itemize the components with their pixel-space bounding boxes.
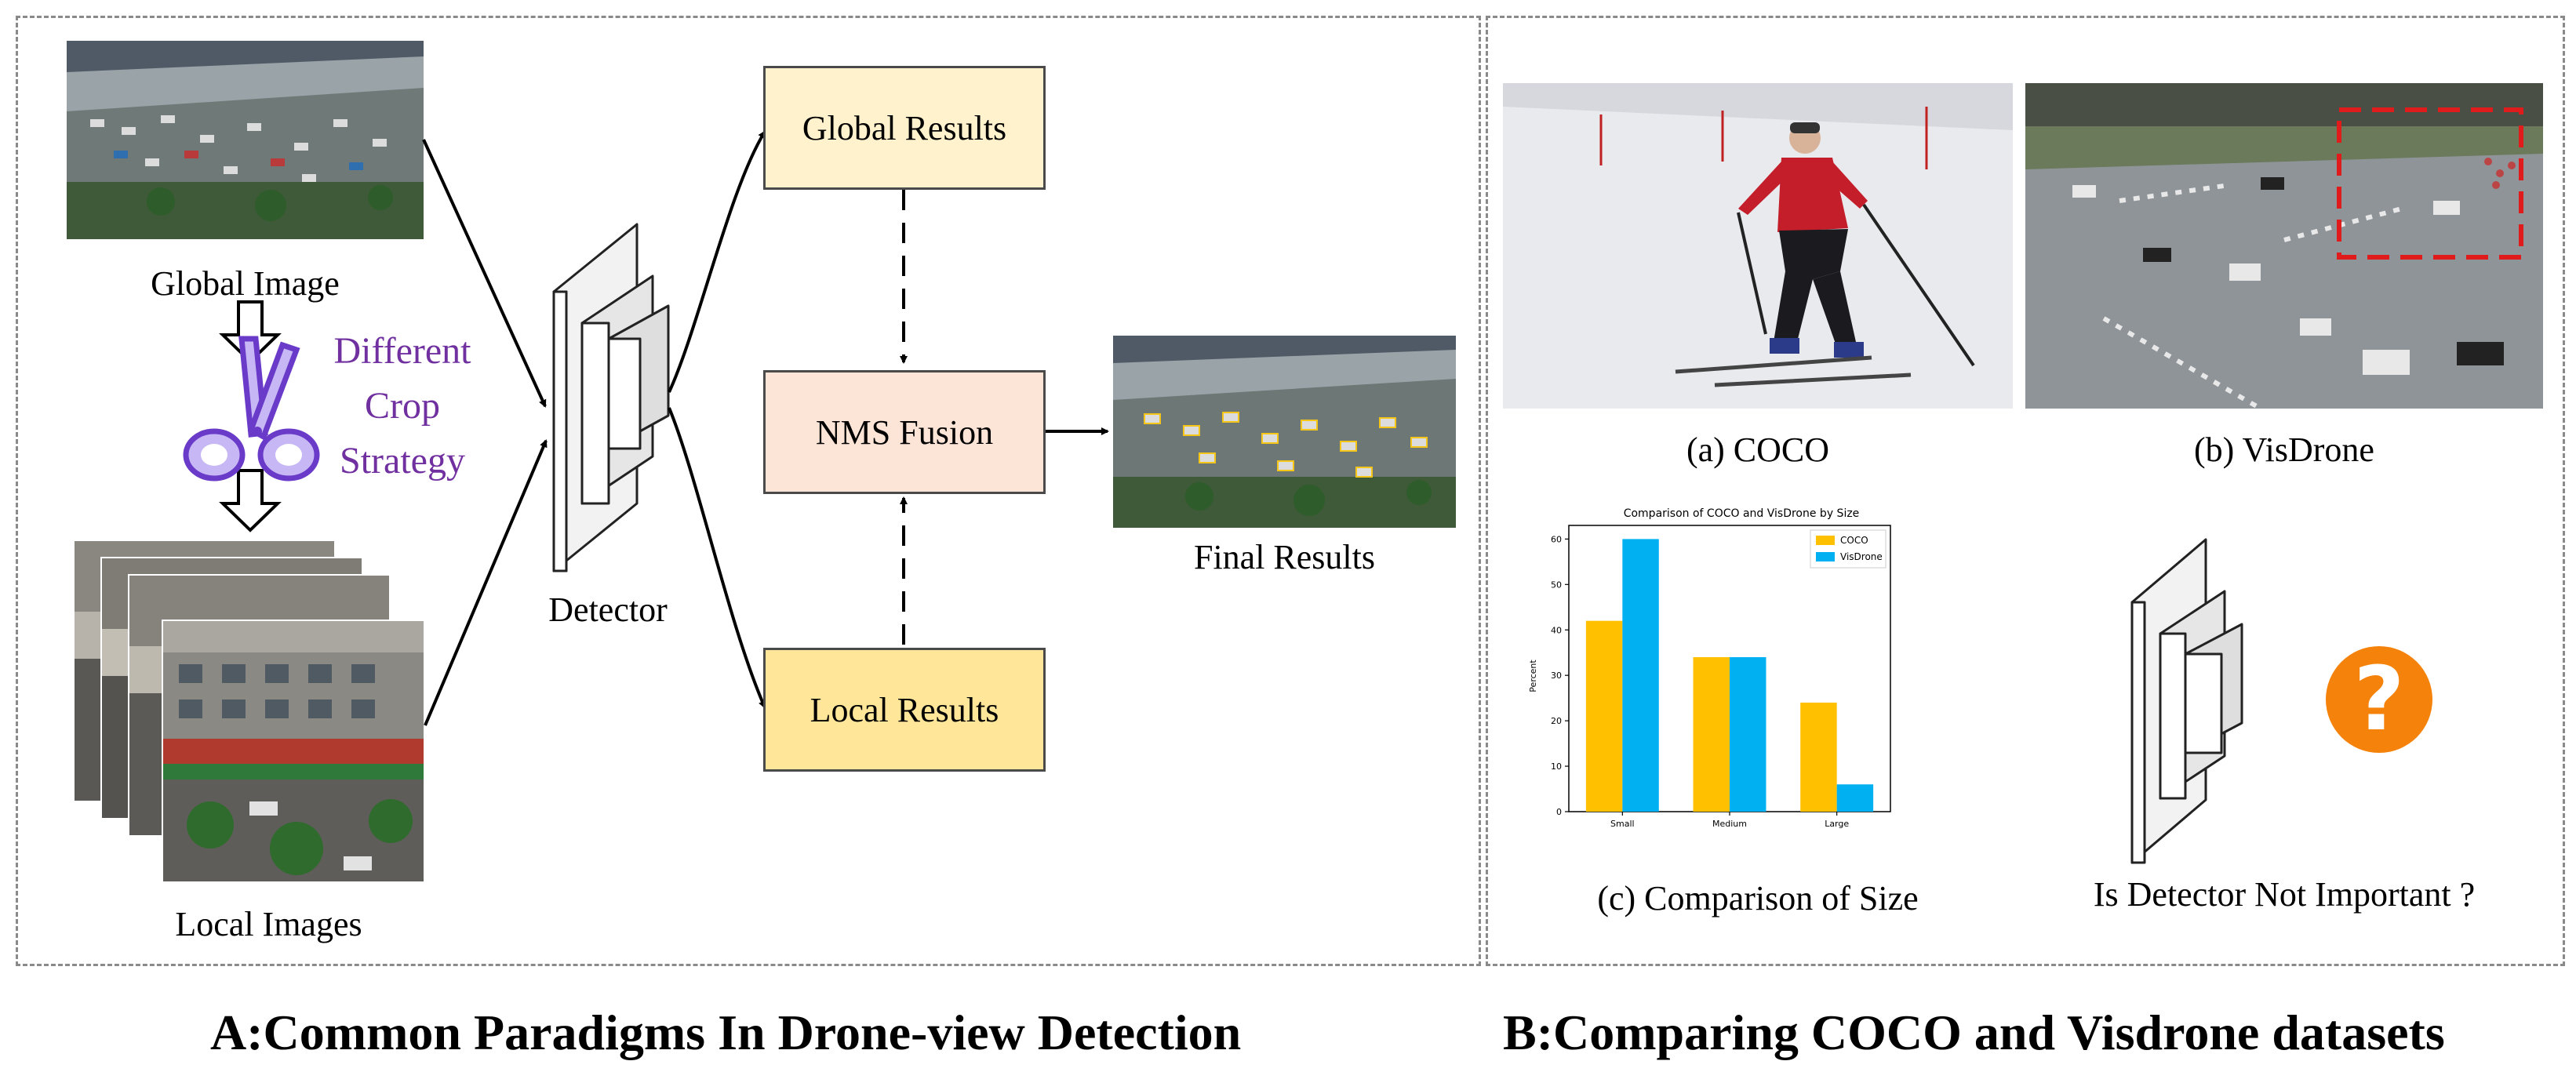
coco-caption: (a) COCO xyxy=(1686,431,1830,469)
size-comparison-chart: Comparison of COCO and VisDrone by Size … xyxy=(1528,507,1891,829)
y-tick-label: 60 xyxy=(1551,534,1562,544)
final-results-label: Final Results xyxy=(1193,538,1376,576)
detector-icon xyxy=(552,223,670,572)
global-image xyxy=(67,41,424,239)
panel-b-frame xyxy=(1486,16,2565,966)
y-tick-label: 30 xyxy=(1551,670,1562,681)
panel-a-caption: A:Common Paradigms In Drone-view Detecti… xyxy=(210,1005,1242,1060)
y-tick-label: 0 xyxy=(1556,807,1562,817)
size-caption: (c) Comparison of Size xyxy=(1597,879,1919,918)
svg-text:?: ? xyxy=(2354,649,2405,750)
chart-legend: COCO VisDrone xyxy=(1810,529,1887,569)
bar-coco-small xyxy=(1585,620,1623,812)
chart-ylabel: Percent xyxy=(1528,660,1538,692)
legend-swatch-coco xyxy=(1816,536,1835,545)
question-mark-icon: ? xyxy=(2326,646,2432,753)
y-tick-label: 40 xyxy=(1551,625,1562,635)
down-arrow-icon xyxy=(219,469,282,532)
crop-strategy-line-3: Strategy xyxy=(340,440,465,481)
local-images-label: Local Images xyxy=(175,905,362,943)
y-tick-label: 10 xyxy=(1551,761,1562,772)
legend-label-visdrone: VisDrone xyxy=(1840,551,1883,562)
y-tick-label: 50 xyxy=(1551,580,1562,590)
y-tick-label: 20 xyxy=(1551,716,1562,726)
panel-a-frame xyxy=(16,16,1481,966)
local-image-crop-front xyxy=(162,620,425,883)
chart-title: Comparison of COCO and VisDrone by Size xyxy=(1624,507,1860,520)
visdrone-caption: (b) VisDrone xyxy=(2194,431,2374,469)
bar-visdrone-large xyxy=(1836,784,1874,812)
detector-icon xyxy=(2130,538,2243,864)
coco-image xyxy=(1503,83,2013,409)
bar-visdrone-medium xyxy=(1730,657,1766,812)
crop-strategy-line-1: Different xyxy=(333,330,471,372)
visdrone-image xyxy=(2025,83,2543,409)
global-results-box: Global Results xyxy=(763,66,1046,190)
local-results-box: Local Results xyxy=(763,648,1046,772)
x-tick-label: Large xyxy=(1825,819,1849,829)
nms-fusion-box: NMS Fusion xyxy=(763,370,1046,494)
detector-label: Detector xyxy=(548,591,668,629)
x-tick-label: Medium xyxy=(1712,819,1747,829)
scissors-icon xyxy=(183,336,320,481)
bar-coco-medium xyxy=(1693,657,1730,812)
final-results-image xyxy=(1113,336,1456,528)
legend-swatch-visdrone xyxy=(1816,552,1835,561)
bar-coco-large xyxy=(1800,702,1837,812)
global-image-label: Global Image xyxy=(151,264,340,303)
bar-visdrone-small xyxy=(1622,539,1659,812)
x-tick-label: Small xyxy=(1610,819,1635,829)
crop-strategy-line-2: Crop xyxy=(365,385,440,427)
detector-question-label: Is Detector Not Important ? xyxy=(2093,875,2476,914)
legend-label-coco: COCO xyxy=(1840,535,1868,546)
down-arrow-icon xyxy=(219,300,282,364)
panel-b-caption: B:Comparing COCO and Visdrone datasets xyxy=(1503,1005,2445,1060)
